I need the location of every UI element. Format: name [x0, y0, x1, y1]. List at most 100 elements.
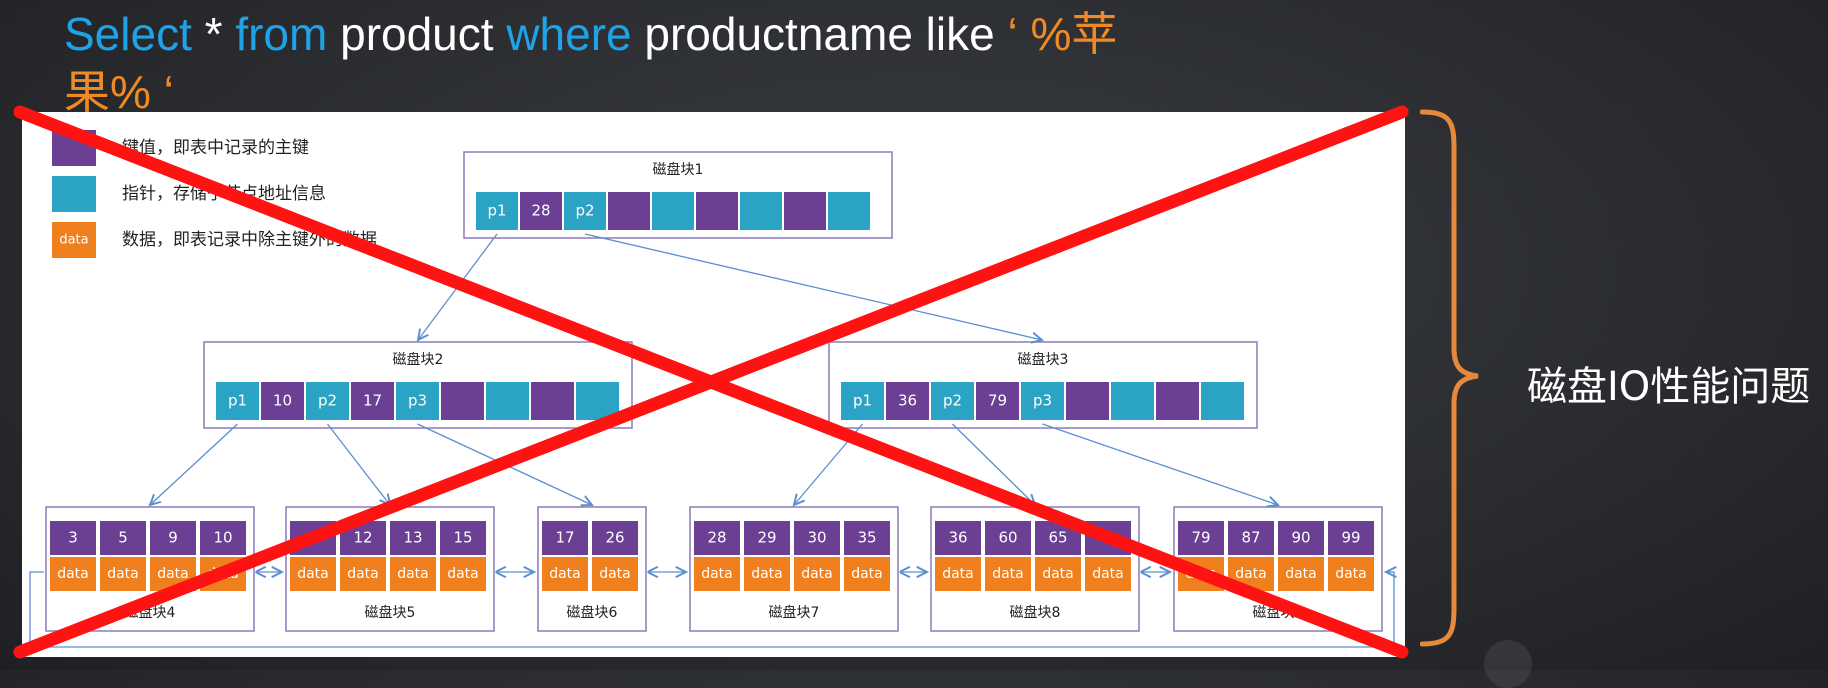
- key-cell: [844, 521, 890, 555]
- data-cell-text: data: [1235, 566, 1267, 582]
- data-cell-text: data: [549, 566, 581, 582]
- tree-edge: [584, 233, 1042, 340]
- cell-text: 28: [531, 202, 550, 220]
- key-cell: [440, 521, 486, 555]
- sql-query-line-2: 果% ‘: [64, 64, 174, 120]
- data-cell-text: data: [397, 566, 429, 582]
- disk-io-performance-label: 磁盘IO性能问题: [1527, 364, 1811, 410]
- key-cell: [740, 192, 782, 230]
- legend-label: 键值，即表中记录的主键: [122, 138, 309, 158]
- key-cell: [100, 521, 146, 555]
- pointer-cell: [841, 382, 884, 420]
- data-cell: [985, 557, 1031, 591]
- key-cell: [520, 192, 562, 230]
- key-cell: [608, 192, 650, 230]
- sql-token: *: [191, 8, 236, 60]
- cell-text: 65: [1048, 529, 1067, 547]
- cell-text: p1: [853, 392, 872, 410]
- data-cell: [592, 557, 638, 591]
- key-cell: [935, 521, 981, 555]
- data-cell-text: data: [1092, 566, 1124, 582]
- data-cell: [100, 557, 146, 591]
- key-cell: [542, 521, 588, 555]
- data-cell-text: data: [1285, 566, 1317, 582]
- cell-text: 36: [898, 392, 917, 410]
- key-cell: [886, 382, 929, 420]
- data-cell: [935, 557, 981, 591]
- cell-text: p3: [1033, 392, 1052, 410]
- key-cell: [1328, 521, 1374, 555]
- data-cell-text: data: [447, 566, 479, 582]
- cell-text: p1: [228, 392, 247, 410]
- data-cell: [340, 557, 386, 591]
- tree-edge: [1042, 423, 1279, 505]
- pointer-cell: [306, 382, 349, 420]
- cell-text: 30: [807, 529, 826, 547]
- legend-swatch-pointer: [52, 176, 96, 212]
- key-cell: [976, 382, 1019, 420]
- key-cell: [1178, 521, 1224, 555]
- data-cell: [50, 557, 96, 591]
- cell-text: 35: [857, 529, 876, 547]
- key-cell: [1111, 382, 1154, 420]
- data-cell-text: data: [297, 566, 329, 582]
- data-cell-text: data: [801, 566, 833, 582]
- pointer-cell: [216, 382, 259, 420]
- key-cell: [1228, 521, 1274, 555]
- cell-text: 29: [757, 529, 776, 547]
- data-cell: [694, 557, 740, 591]
- key-cell: [1201, 382, 1244, 420]
- leaf-title: 磁盘块8: [1010, 604, 1061, 621]
- cell-text: 3: [68, 529, 78, 547]
- cell-text: 60: [998, 529, 1017, 547]
- tree-edge: [326, 423, 391, 505]
- cell-text: 17: [363, 392, 382, 410]
- node-title: 磁盘块2: [393, 351, 444, 368]
- node-title: 磁盘块1: [653, 161, 704, 178]
- cell-text: 28: [707, 529, 726, 547]
- pointer-cell: [931, 382, 974, 420]
- key-cell: [390, 521, 436, 555]
- cell-text: 87: [1241, 529, 1260, 547]
- data-cell-text: data: [157, 566, 189, 582]
- data-cell: [542, 557, 588, 591]
- key-cell: [652, 192, 694, 230]
- data-cell-text: data: [599, 566, 631, 582]
- sql-token: Select: [64, 8, 192, 60]
- leaf-title: 磁盘块7: [769, 604, 820, 621]
- sql-token: productname like: [631, 8, 1008, 60]
- leaf-wrap-link: [29, 572, 1394, 648]
- leaf-title: 磁盘块5: [365, 604, 416, 621]
- cell-text: 36: [948, 529, 967, 547]
- data-cell: [1085, 557, 1131, 591]
- data-cell-text: data: [107, 566, 139, 582]
- data-cell-text: data: [942, 566, 974, 582]
- key-cell: [576, 382, 619, 420]
- pointer-cell: [476, 192, 518, 230]
- cell-text: 17: [555, 529, 574, 547]
- legend-swatch-data: [52, 222, 96, 258]
- cell-text: p3: [408, 392, 427, 410]
- key-cell: [351, 382, 394, 420]
- data-cell: [1278, 557, 1324, 591]
- data-cell: [290, 557, 336, 591]
- key-cell: [1066, 382, 1109, 420]
- key-cell: [696, 192, 738, 230]
- cell-text: p2: [575, 202, 594, 220]
- data-cell-text: data: [751, 566, 783, 582]
- cell-text: 9: [168, 529, 178, 547]
- tree-edge: [952, 423, 1036, 505]
- sql-token: where: [506, 8, 632, 60]
- data-cell-text: data: [347, 566, 379, 582]
- right-brace-icon: [1420, 109, 1479, 647]
- data-cell: [744, 557, 790, 591]
- key-cell: [1278, 521, 1324, 555]
- cell-text: 10: [213, 529, 232, 547]
- sql-token: 果% ‘: [64, 66, 174, 118]
- pointer-cell: [564, 192, 606, 230]
- sql-token: product: [327, 8, 507, 60]
- sql-token: from: [235, 8, 328, 60]
- data-cell: [1328, 557, 1374, 591]
- cell-text: 79: [988, 392, 1007, 410]
- cell-text: 90: [1291, 529, 1310, 547]
